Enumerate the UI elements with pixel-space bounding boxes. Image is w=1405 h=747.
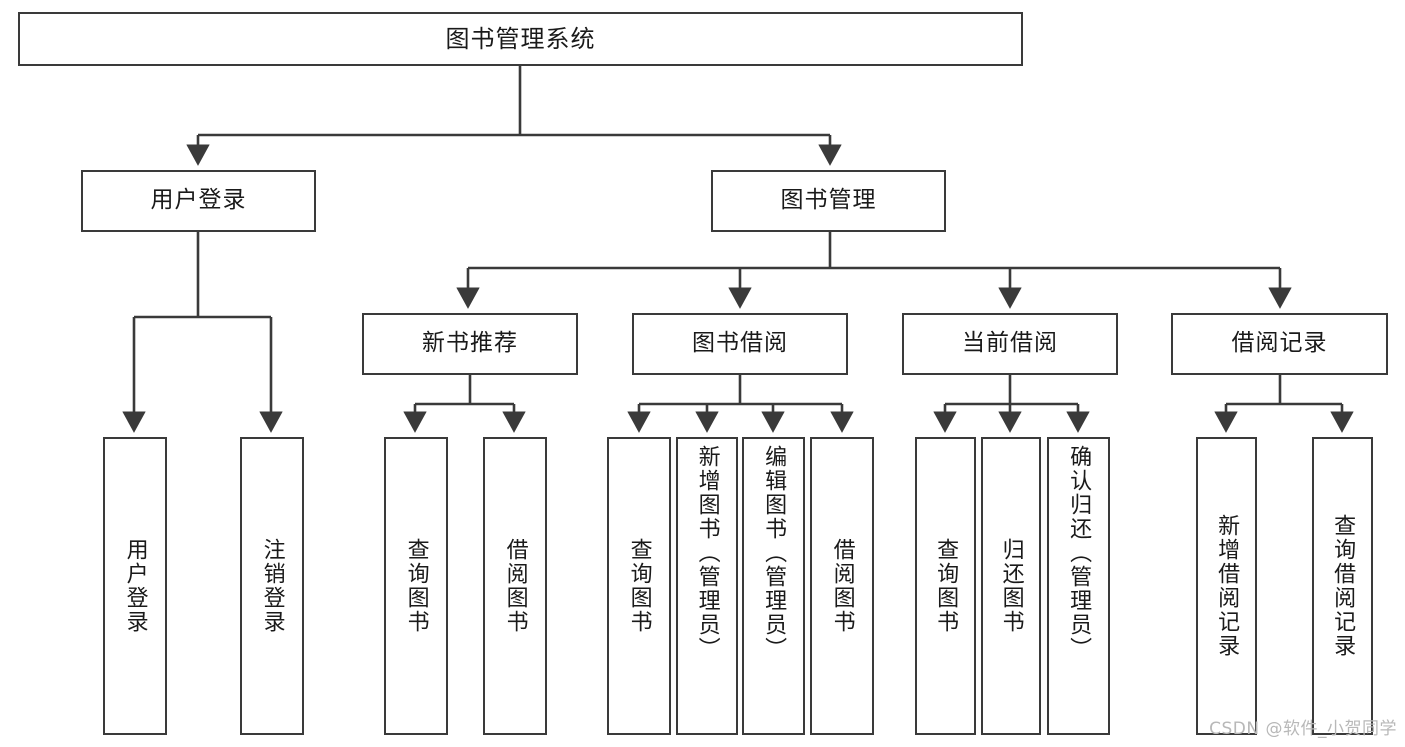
node-leaf-return-book-label: 归还图书	[998, 538, 1024, 634]
node-leaf-user-login[interactable]: 用户登录	[103, 437, 167, 735]
node-leaf-borrow-book-1[interactable]: 借阅图书	[483, 437, 547, 735]
node-leaf-return-book[interactable]: 归还图书	[981, 437, 1041, 735]
node-leaf-add-record[interactable]: 新增借阅记录	[1196, 437, 1257, 735]
node-leaf-borrow-book-2-label: 借阅图书	[829, 538, 855, 634]
node-leaf-user-login-label: 用户登录	[122, 538, 148, 634]
node-book-borrow[interactable]: 图书借阅	[632, 313, 848, 375]
node-current-borrow-label: 当前借阅	[962, 330, 1058, 357]
node-leaf-query-book-1[interactable]: 查询图书	[384, 437, 448, 735]
node-leaf-query-record[interactable]: 查询借阅记录	[1312, 437, 1373, 735]
node-borrow-record-label: 借阅记录	[1231, 330, 1328, 357]
node-leaf-user-logout[interactable]: 注销登录	[240, 437, 304, 735]
node-new-book-recommend[interactable]: 新书推荐	[362, 313, 578, 375]
node-leaf-query-book-3[interactable]: 查询图书	[915, 437, 976, 735]
node-leaf-query-book-3-label: 查询图书	[933, 538, 959, 634]
node-leaf-borrow-book-1-label: 借阅图书	[502, 538, 528, 634]
node-leaf-edit-book[interactable]: 编辑图书（管理员）	[742, 437, 805, 735]
node-leaf-borrow-book-2[interactable]: 借阅图书	[810, 437, 874, 735]
node-book-borrow-label: 图书借阅	[692, 330, 788, 357]
node-leaf-add-record-label: 新增借阅记录	[1214, 514, 1240, 658]
node-leaf-query-book-2[interactable]: 查询图书	[607, 437, 671, 735]
node-leaf-confirm-return[interactable]: 确认归还（管理员）	[1047, 437, 1110, 735]
node-book-manage-label: 图书管理	[780, 187, 877, 214]
node-root-label: 图书管理系统	[445, 24, 596, 53]
node-new-book-recommend-label: 新书推荐	[422, 330, 518, 357]
node-leaf-user-logout-label: 注销登录	[259, 538, 285, 634]
node-leaf-add-book[interactable]: 新增图书（管理员）	[676, 437, 738, 735]
node-user-login[interactable]: 用户登录	[81, 170, 316, 232]
node-leaf-query-book-2-label: 查询图书	[626, 538, 652, 634]
node-root[interactable]: 图书管理系统	[18, 12, 1023, 66]
node-current-borrow[interactable]: 当前借阅	[902, 313, 1118, 375]
node-leaf-query-book-1-label: 查询图书	[403, 538, 429, 634]
node-borrow-record[interactable]: 借阅记录	[1171, 313, 1388, 375]
node-leaf-edit-book-label: 编辑图书（管理员）	[761, 445, 787, 661]
node-user-login-label: 用户登录	[150, 187, 247, 214]
node-book-manage[interactable]: 图书管理	[711, 170, 946, 232]
watermark: CSDN @软件_小贺同学	[1209, 719, 1397, 739]
node-leaf-confirm-return-label: 确认归还（管理员）	[1066, 445, 1092, 661]
node-leaf-query-record-label: 查询借阅记录	[1330, 514, 1356, 658]
node-leaf-add-book-label: 新增图书（管理员）	[694, 445, 720, 661]
